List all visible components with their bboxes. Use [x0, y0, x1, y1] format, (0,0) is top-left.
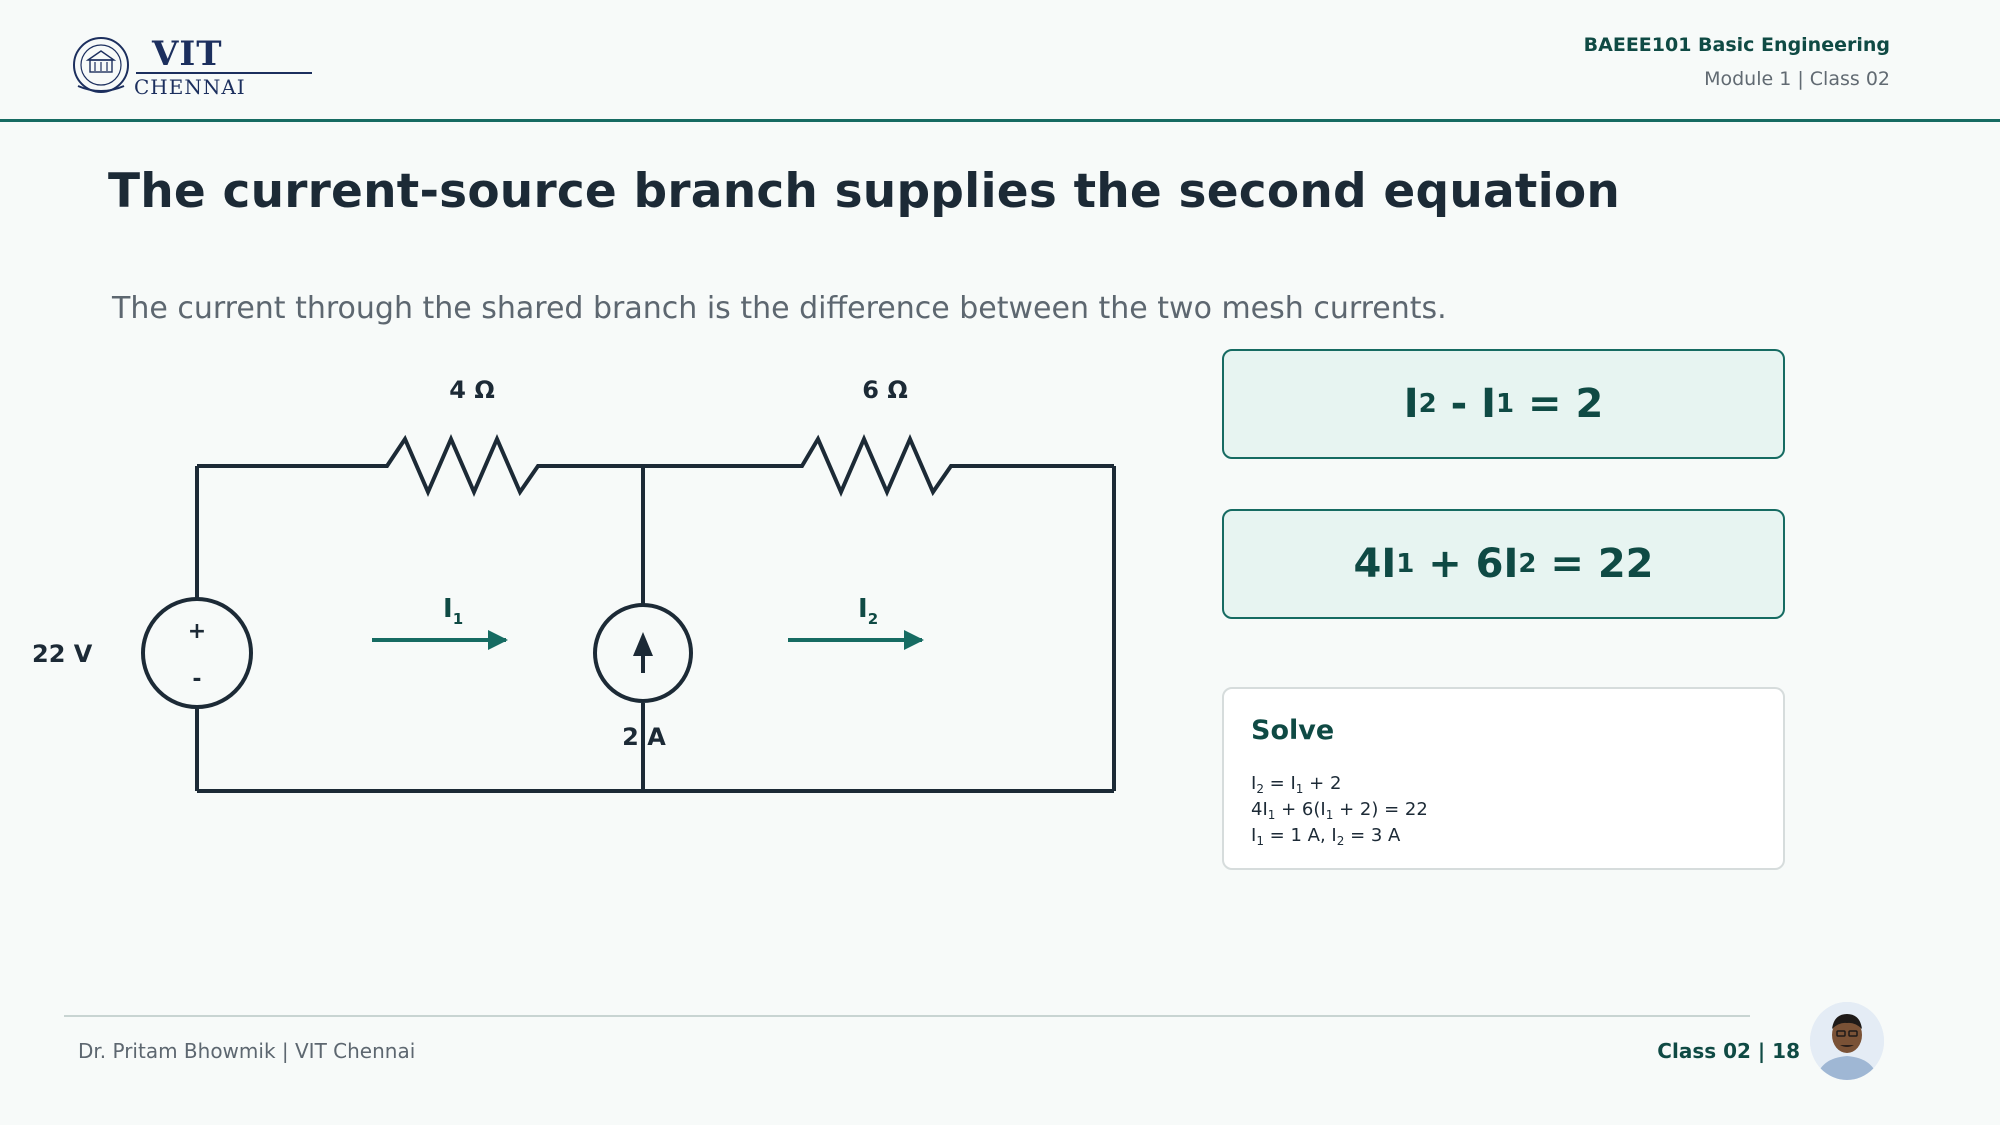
solve-step-1: I2 = I1 + 2: [1251, 773, 1342, 796]
vs-label: 22 V: [32, 640, 93, 668]
mesh1-label: I1: [443, 594, 463, 628]
vs-plus: +: [188, 619, 206, 644]
module-class: Module 1 | Class 02: [1704, 68, 1890, 90]
vit-logo: VIT CHENNAI: [72, 34, 312, 99]
vs-minus: -: [192, 667, 201, 692]
r2-label: 6 Ω: [862, 376, 907, 404]
footer-divider: [64, 1015, 1750, 1017]
solve-title: Solve: [1251, 715, 1335, 746]
current-source-arrow-head: [633, 632, 653, 656]
course-code: BAEEE101 Basic Engineering: [1583, 34, 1890, 56]
solve-panel: Solve I2 = I1 + 2 4I1 + 6(I1 + 2) = 22 I…: [1222, 687, 1785, 870]
footer-slide-number: Class 02 | 18: [1657, 1039, 1800, 1063]
slide-header: VIT CHENNAI BAEEE101 Basic Engineering M…: [0, 0, 2000, 122]
logo-vit-text: VIT: [152, 34, 223, 74]
voltage-source: [141, 597, 253, 709]
r1-label: 4 Ω: [449, 376, 494, 404]
solve-step-2: 4I1 + 6(I1 + 2) = 22: [1251, 799, 1428, 822]
circuit-diagram: 4 Ω 6 Ω 22 V + - 2 A I1 I2: [32, 376, 1116, 793]
logo-chennai-text: CHENNAI: [134, 75, 246, 99]
resistor-4ohm: [357, 433, 556, 498]
slide-subtitle: The current through the shared branch is…: [112, 291, 1447, 326]
vit-seal-icon: [73, 37, 129, 93]
solve-step-3: I1 = 1 A, I2 = 3 A: [1251, 825, 1401, 848]
resistor-6ohm: [772, 433, 990, 498]
mesh2-label: I2: [858, 594, 878, 628]
person-icon: [1810, 1002, 1884, 1080]
footer-author: Dr. Pritam Bhowmik | VIT Chennai: [78, 1039, 416, 1063]
cs-label: 2 A: [622, 723, 666, 751]
presenter-avatar: [1810, 1002, 1884, 1080]
slide-title: The current-source branch supplies the s…: [108, 164, 1621, 219]
logo-divider: [136, 72, 312, 74]
